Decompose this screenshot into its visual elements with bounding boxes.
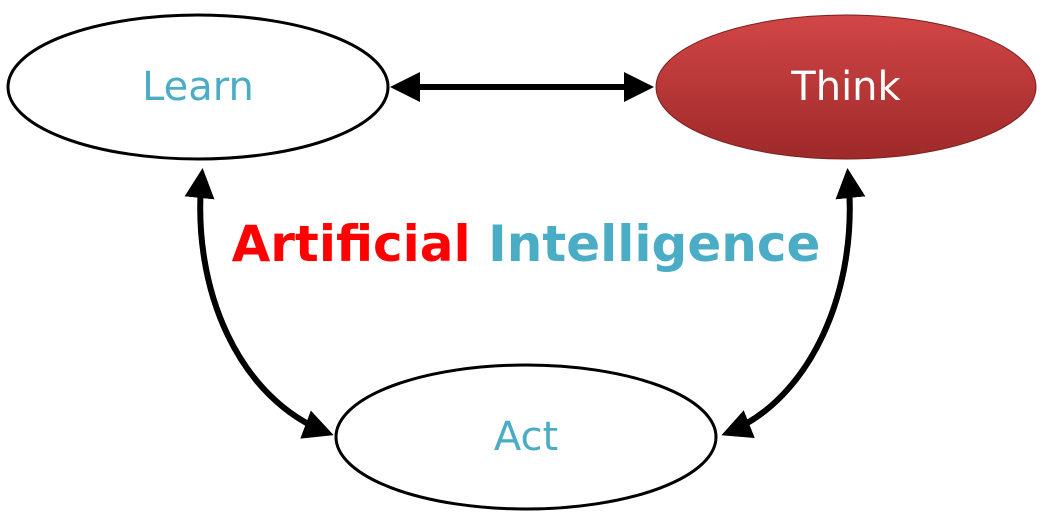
edge-learn-act: [184, 168, 334, 439]
node-learn-label: Learn: [142, 64, 254, 110]
center-title: Artificial Intelligence: [232, 215, 821, 273]
title-word-artificial: Artificial: [232, 215, 471, 273]
node-act-label: Act: [494, 414, 558, 460]
node-learn-shape: [6, 13, 390, 161]
node-think-label: Think: [790, 64, 901, 110]
edge-think-act: [721, 168, 866, 439]
node-think: Think: [655, 14, 1037, 160]
node-learn: Learn: [6, 13, 390, 161]
node-think-shape: [655, 14, 1037, 160]
node-act: Act: [334, 363, 718, 511]
title-word-intelligence: Intelligence: [488, 215, 820, 273]
node-act-shape: [334, 363, 718, 511]
